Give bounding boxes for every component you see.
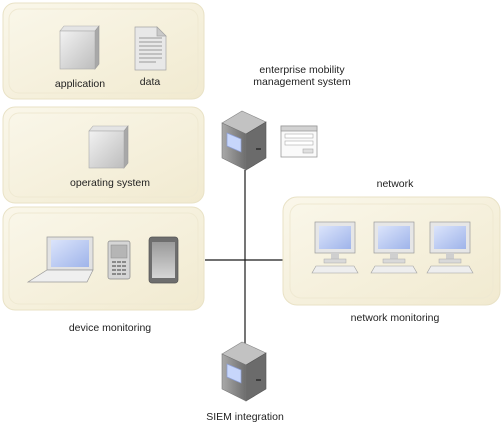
siem-integration-label: SIEM integration xyxy=(206,411,284,423)
emm-label: enterprise mobility management system xyxy=(240,64,364,88)
document-icon xyxy=(134,26,167,71)
server-icon xyxy=(221,110,267,171)
laptop-icon xyxy=(26,236,94,283)
mobile-phone-icon xyxy=(107,240,131,280)
server-icon xyxy=(221,341,267,402)
management-window-icon xyxy=(280,125,318,158)
network-label: network xyxy=(376,178,414,190)
emm-label-line-2: management system xyxy=(253,76,351,88)
application-label: application xyxy=(54,78,106,90)
operating-system-icon xyxy=(88,125,129,169)
desktop-computer-icon xyxy=(370,221,418,274)
application-icon xyxy=(59,25,100,70)
tablet-icon xyxy=(148,236,179,284)
emm-label-line-1: enterprise mobility xyxy=(259,64,345,76)
operating-system-label: operating system xyxy=(70,177,150,189)
data-label: data xyxy=(139,76,161,88)
device-panel xyxy=(2,206,205,311)
device-monitoring-label: device monitoring xyxy=(68,322,152,334)
desktop-computer-icon xyxy=(311,221,359,274)
connector-lines xyxy=(205,170,287,345)
desktop-computer-icon xyxy=(426,221,474,274)
network-monitoring-label: network monitoring xyxy=(350,312,440,324)
